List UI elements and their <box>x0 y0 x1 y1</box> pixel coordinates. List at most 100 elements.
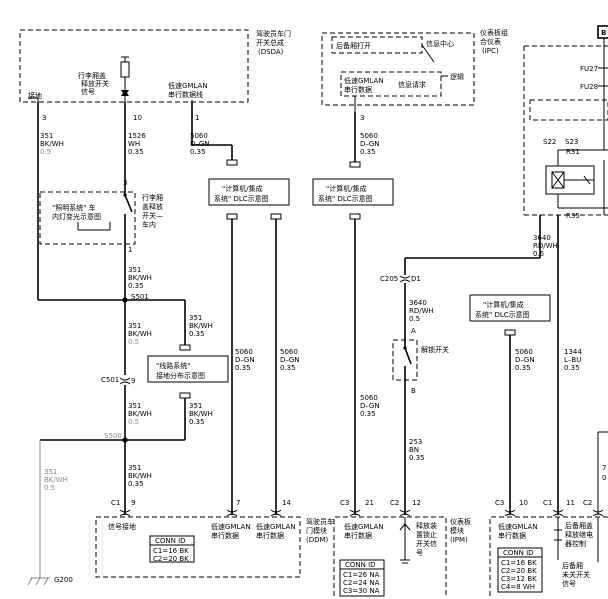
svg-text:BN: BN <box>409 446 419 454</box>
svg-text:3: 3 <box>42 114 46 122</box>
svg-text:5060: 5060 <box>360 132 378 140</box>
svg-text:BK/WH: BK/WH <box>128 330 152 338</box>
svg-text:C1=26 NA: C1=26 NA <box>343 571 380 579</box>
svg-text:0.5: 0.5 <box>40 148 51 156</box>
svg-text:串行数据: 串行数据 <box>498 531 526 540</box>
svg-text:5060: 5060 <box>515 348 533 356</box>
svg-text:系统" DLC示意图: 系统" DLC示意图 <box>318 194 373 203</box>
svg-text:S23: S23 <box>565 138 578 146</box>
svg-text:1344: 1344 <box>564 348 582 356</box>
svg-text:仪表板组: 仪表板组 <box>480 28 508 37</box>
dsda-name: 驾驶员车门 <box>256 29 291 38</box>
ddm-connectors: C1 9 7 14 <box>111 499 291 517</box>
svg-text:D–GN: D–GN <box>360 402 380 410</box>
svg-text:信号: 信号 <box>562 579 576 588</box>
svg-text:0: 0 <box>602 474 606 482</box>
svg-text:系统" DLC示意图: 系统" DLC示意图 <box>475 310 530 319</box>
svg-text:FU28: FU28 <box>580 83 598 91</box>
svg-text:0.35: 0.35 <box>189 418 205 426</box>
svg-text:低速GMLAN: 低速GMLAN <box>498 522 538 531</box>
svg-text:低速GMLAN: 低速GMLAN <box>344 522 384 531</box>
svg-text:后备厢打开: 后备厢打开 <box>336 41 371 50</box>
svg-text:BK/WH: BK/WH <box>40 140 64 148</box>
dlc-ref-1: "计算机/集成 系统" DLC示意图 5060 D–GN 0.35 5060 D… <box>208 178 300 515</box>
svg-text:器控制: 器控制 <box>565 539 586 548</box>
svg-text:0.35: 0.35 <box>564 364 580 372</box>
svg-text:BK/WH: BK/WH <box>189 322 213 330</box>
svg-text:10: 10 <box>133 114 142 122</box>
svg-text:L–BU: L–BU <box>564 356 581 364</box>
splice-s501: S501 351 BK/WH 0.35 351 BK/WH 0.5 <box>38 293 213 375</box>
svg-text:后备厢: 后备厢 <box>562 561 583 570</box>
svg-text:BK/WH: BK/WH <box>189 410 213 418</box>
ipc-module: 仪表板组 合仪表 (IPC) 后备厢打开 信息中心 低速GMLAN 串行数据 信… <box>321 28 508 112</box>
svg-text:D–GN: D–GN <box>235 356 255 364</box>
ipm-module: 仪表板 模块 (IPM) 低速GMLAN 串行数据 释放装 置锁止 开关信 号 … <box>333 516 471 597</box>
svg-text:串行数据: 串行数据 <box>256 531 284 540</box>
svg-text:信息请求: 信息请求 <box>398 80 426 89</box>
svg-text:开关—: 开关— <box>142 211 163 220</box>
svg-text:C3: C3 <box>495 499 504 507</box>
svg-text:置锁止: 置锁止 <box>416 530 437 539</box>
svg-text:0.5: 0.5 <box>128 418 139 426</box>
svg-text:0.5: 0.5 <box>44 484 55 492</box>
svg-text:0.35: 0.35 <box>128 480 144 488</box>
svg-text:串行数据: 串行数据 <box>211 531 239 540</box>
svg-text:"计算机/集成: "计算机/集成 <box>326 184 367 193</box>
svg-text:释放开关: 释放开关 <box>81 79 109 88</box>
svg-text:D–GN: D–GN <box>190 140 210 148</box>
svg-text:1526: 1526 <box>128 132 146 140</box>
svg-text:车内: 车内 <box>142 220 156 229</box>
svg-text:接地: 接地 <box>28 91 42 100</box>
svg-text:C501: C501 <box>101 376 119 384</box>
svg-text:(DDM): (DDM) <box>306 536 329 544</box>
trunk-release-switch: "照明系统" 车 内灯变光示意图 3 1 行李厢 盖释放 开关— 车内 351 … <box>39 168 163 300</box>
svg-text:0.35: 0.35 <box>360 148 376 156</box>
svg-text:351: 351 <box>128 266 141 274</box>
svg-text:系统" DLC示意图: 系统" DLC示意图 <box>214 194 269 203</box>
unlock-switch-circuit: 3640 RD/WH 0.5 C205 D1 3640 RD/WH 0.5 A … <box>380 215 558 515</box>
svg-text:开关总成: 开关总成 <box>256 38 284 47</box>
svg-text:FU27: FU27 <box>580 65 598 73</box>
svg-text:BK/WH: BK/WH <box>128 274 152 282</box>
svg-text:B: B <box>411 387 416 395</box>
svg-text:S501: S501 <box>131 293 149 301</box>
svg-text:低速GMLAN: 低速GMLAN <box>211 522 251 531</box>
svg-text:A: A <box>411 327 416 335</box>
svg-text:BK/WH: BK/WH <box>128 472 152 480</box>
svg-text:"计算机/集成: "计算机/集成 <box>483 300 524 309</box>
svg-text:"线路系统": "线路系统" <box>156 361 190 370</box>
svg-text:D1: D1 <box>411 275 421 283</box>
svg-text:D–GN: D–GN <box>360 140 380 148</box>
svg-text:0.35: 0.35 <box>128 148 144 156</box>
svg-text:RD/WH: RD/WH <box>409 307 434 315</box>
svg-text:3: 3 <box>360 114 364 122</box>
svg-text:7: 7 <box>602 464 606 472</box>
svg-text:C4=8 WH: C4=8 WH <box>501 583 535 591</box>
svg-text:C2: C2 <box>583 499 592 507</box>
svg-text:1: 1 <box>128 246 132 254</box>
svg-text:串行数据: 串行数据 <box>344 531 372 540</box>
svg-text:253: 253 <box>409 438 422 446</box>
svg-text:C3=12 BK: C3=12 BK <box>501 575 537 583</box>
svg-text:CONN ID: CONN ID <box>345 561 376 569</box>
svg-text:低速GMLAN: 低速GMLAN <box>168 81 208 90</box>
svg-text:行李厢: 行李厢 <box>142 193 163 202</box>
wiring-ground-ref: "线路系统" 接地分布示意图 351 BK/WH 0.35 <box>147 355 229 440</box>
svg-text:"照明系统" 车: "照明系统" 车 <box>52 203 96 212</box>
svg-text:解锁开关: 解锁开关 <box>421 345 449 354</box>
svg-text:5060: 5060 <box>360 394 378 402</box>
svg-text:C2=24 NA: C2=24 NA <box>343 579 380 587</box>
svg-text:5060: 5060 <box>235 348 253 356</box>
svg-text:0.35: 0.35 <box>128 282 144 290</box>
svg-text:10: 10 <box>519 499 528 507</box>
svg-text:351: 351 <box>128 402 141 410</box>
svg-text:B: B <box>601 29 606 37</box>
svg-text:351: 351 <box>44 468 57 476</box>
svg-text:0.35: 0.35 <box>190 148 206 156</box>
svg-text:C1=16 BK: C1=16 BK <box>501 559 537 567</box>
svg-text:3640: 3640 <box>409 299 427 307</box>
svg-text:驾驶员车: 驾驶员车 <box>306 517 334 526</box>
svg-text:C205: C205 <box>380 275 398 283</box>
